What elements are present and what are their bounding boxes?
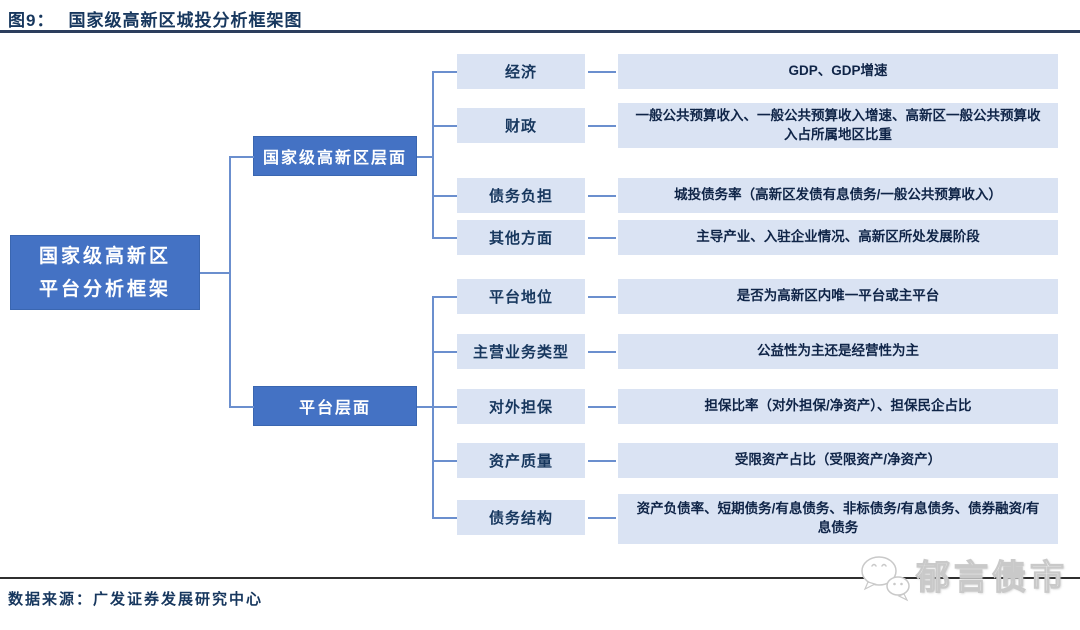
detail-box-asset-quality: 受限资产占比（受限资产/净资产）	[618, 443, 1058, 478]
category-box-business-type: 主营业务类型	[457, 334, 585, 369]
branch-node-hightech-zone: 国家级高新区层面	[253, 136, 417, 176]
root-label-line1: 国家级高新区	[38, 245, 171, 267]
connector-line	[229, 406, 254, 408]
root-node: 国家级高新区 平台分析框架	[10, 235, 200, 310]
detail-box-business-type: 公益性为主还是经营性为主	[618, 334, 1058, 369]
detail-box-debt-burden: 城投债务率（高新区发债有息债务/一般公共预算收入）	[618, 178, 1058, 213]
figure-title: 图9： 国家级高新区城投分析框架图	[8, 6, 302, 31]
data-source-text: 数据来源：广发证券发展研究中心	[8, 591, 264, 608]
detail-box-debt-structure: 资产负债率、短期债务/有息债务、非标债务/有息债务、债券融资/有息债务	[618, 494, 1058, 544]
footer-rule	[0, 577, 1080, 579]
brand-watermark-text: 郁言债市	[915, 559, 1068, 597]
category-label: 债务结构	[488, 510, 553, 527]
connector-line	[588, 195, 616, 197]
category-box-debt-structure: 债务结构	[457, 500, 585, 535]
connector-line	[417, 156, 433, 158]
category-box-economy: 经济	[457, 54, 585, 89]
connector-line	[588, 406, 616, 408]
connector-line	[432, 125, 457, 127]
detail-box-guarantees: 担保比率（对外担保/净资产）、担保民企占比	[618, 389, 1058, 424]
connector-line	[588, 125, 616, 127]
connector-line	[432, 237, 457, 239]
connector-line	[588, 460, 616, 462]
connector-line	[432, 517, 457, 519]
connector-line	[432, 71, 457, 73]
category-label: 其他方面	[488, 230, 553, 247]
detail-box-other: 主导产业、入驻企业情况、高新区所处发展阶段	[618, 220, 1058, 255]
category-box-asset-quality: 资产质量	[457, 443, 585, 478]
detail-box-platform-status: 是否为高新区内唯一平台或主平台	[618, 279, 1058, 314]
connector-line	[588, 351, 616, 353]
category-label: 财政	[504, 118, 537, 135]
category-label: 经济	[504, 64, 537, 81]
detail-box-fiscal: 一般公共预算收入、一般公共预算收入增速、高新区一般公共预算收入占所属地区比重	[618, 103, 1058, 148]
category-label: 债务负担	[488, 188, 553, 205]
detail-text: GDP、GDP增速	[788, 63, 888, 79]
detail-box-economy: GDP、GDP增速	[618, 54, 1058, 89]
detail-text: 城投债务率（高新区发债有息债务/一般公共预算收入）	[674, 187, 1002, 203]
connector-line	[588, 296, 616, 298]
title-rule	[0, 30, 1080, 33]
detail-text: 是否为高新区内唯一平台或主平台	[736, 288, 940, 304]
connector-line	[200, 272, 230, 274]
branch-label: 国家级高新区层面	[262, 150, 407, 167]
category-label: 主营业务类型	[472, 344, 569, 361]
connector-line	[432, 406, 457, 408]
category-label: 资产质量	[488, 453, 553, 470]
detail-text: 资产负债率、短期债务/有息债务、非标债务/有息债务、债券融资/有息债务	[636, 501, 1040, 535]
connector-line	[229, 156, 231, 407]
connector-line	[588, 517, 616, 519]
detail-text: 一般公共预算收入、一般公共预算收入增速、高新区一般公共预算收入占所属地区比重	[635, 107, 1041, 142]
connector-line	[229, 156, 254, 158]
brand-watermark: 郁言债市	[856, 546, 1076, 610]
connector-line	[588, 71, 616, 73]
root-label-line2: 平台分析框架	[38, 278, 171, 300]
connector-line	[432, 195, 457, 197]
category-box-fiscal: 财政	[457, 108, 585, 143]
category-box-other: 其他方面	[457, 220, 585, 255]
connector-line	[432, 71, 434, 238]
detail-text: 主导产业、入驻企业情况、高新区所处发展阶段	[696, 229, 980, 245]
wechat-chat-bubbles-icon	[861, 556, 910, 602]
detail-text: 公益性为主还是经营性为主	[757, 343, 919, 359]
connector-line	[432, 460, 457, 462]
connector-line	[417, 406, 433, 408]
figure-title-text: 国家级高新区城投分析框架图	[68, 11, 303, 30]
category-label: 对外担保	[488, 399, 553, 416]
connector-line	[432, 351, 457, 353]
connector-line	[432, 296, 457, 298]
detail-text: 担保比率（对外担保/净资产）、担保民企占比	[704, 398, 972, 414]
category-box-guarantees: 对外担保	[457, 389, 585, 424]
detail-text: 受限资产占比（受限资产/净资产）	[734, 452, 942, 468]
connector-line	[588, 237, 616, 239]
branch-label: 平台层面	[298, 400, 371, 417]
category-box-debt-burden: 债务负担	[457, 178, 585, 213]
branch-node-platform: 平台层面	[253, 386, 417, 426]
category-label: 平台地位	[488, 289, 553, 306]
figure-number: 图9：	[8, 11, 55, 30]
category-box-platform-status: 平台地位	[457, 279, 585, 314]
